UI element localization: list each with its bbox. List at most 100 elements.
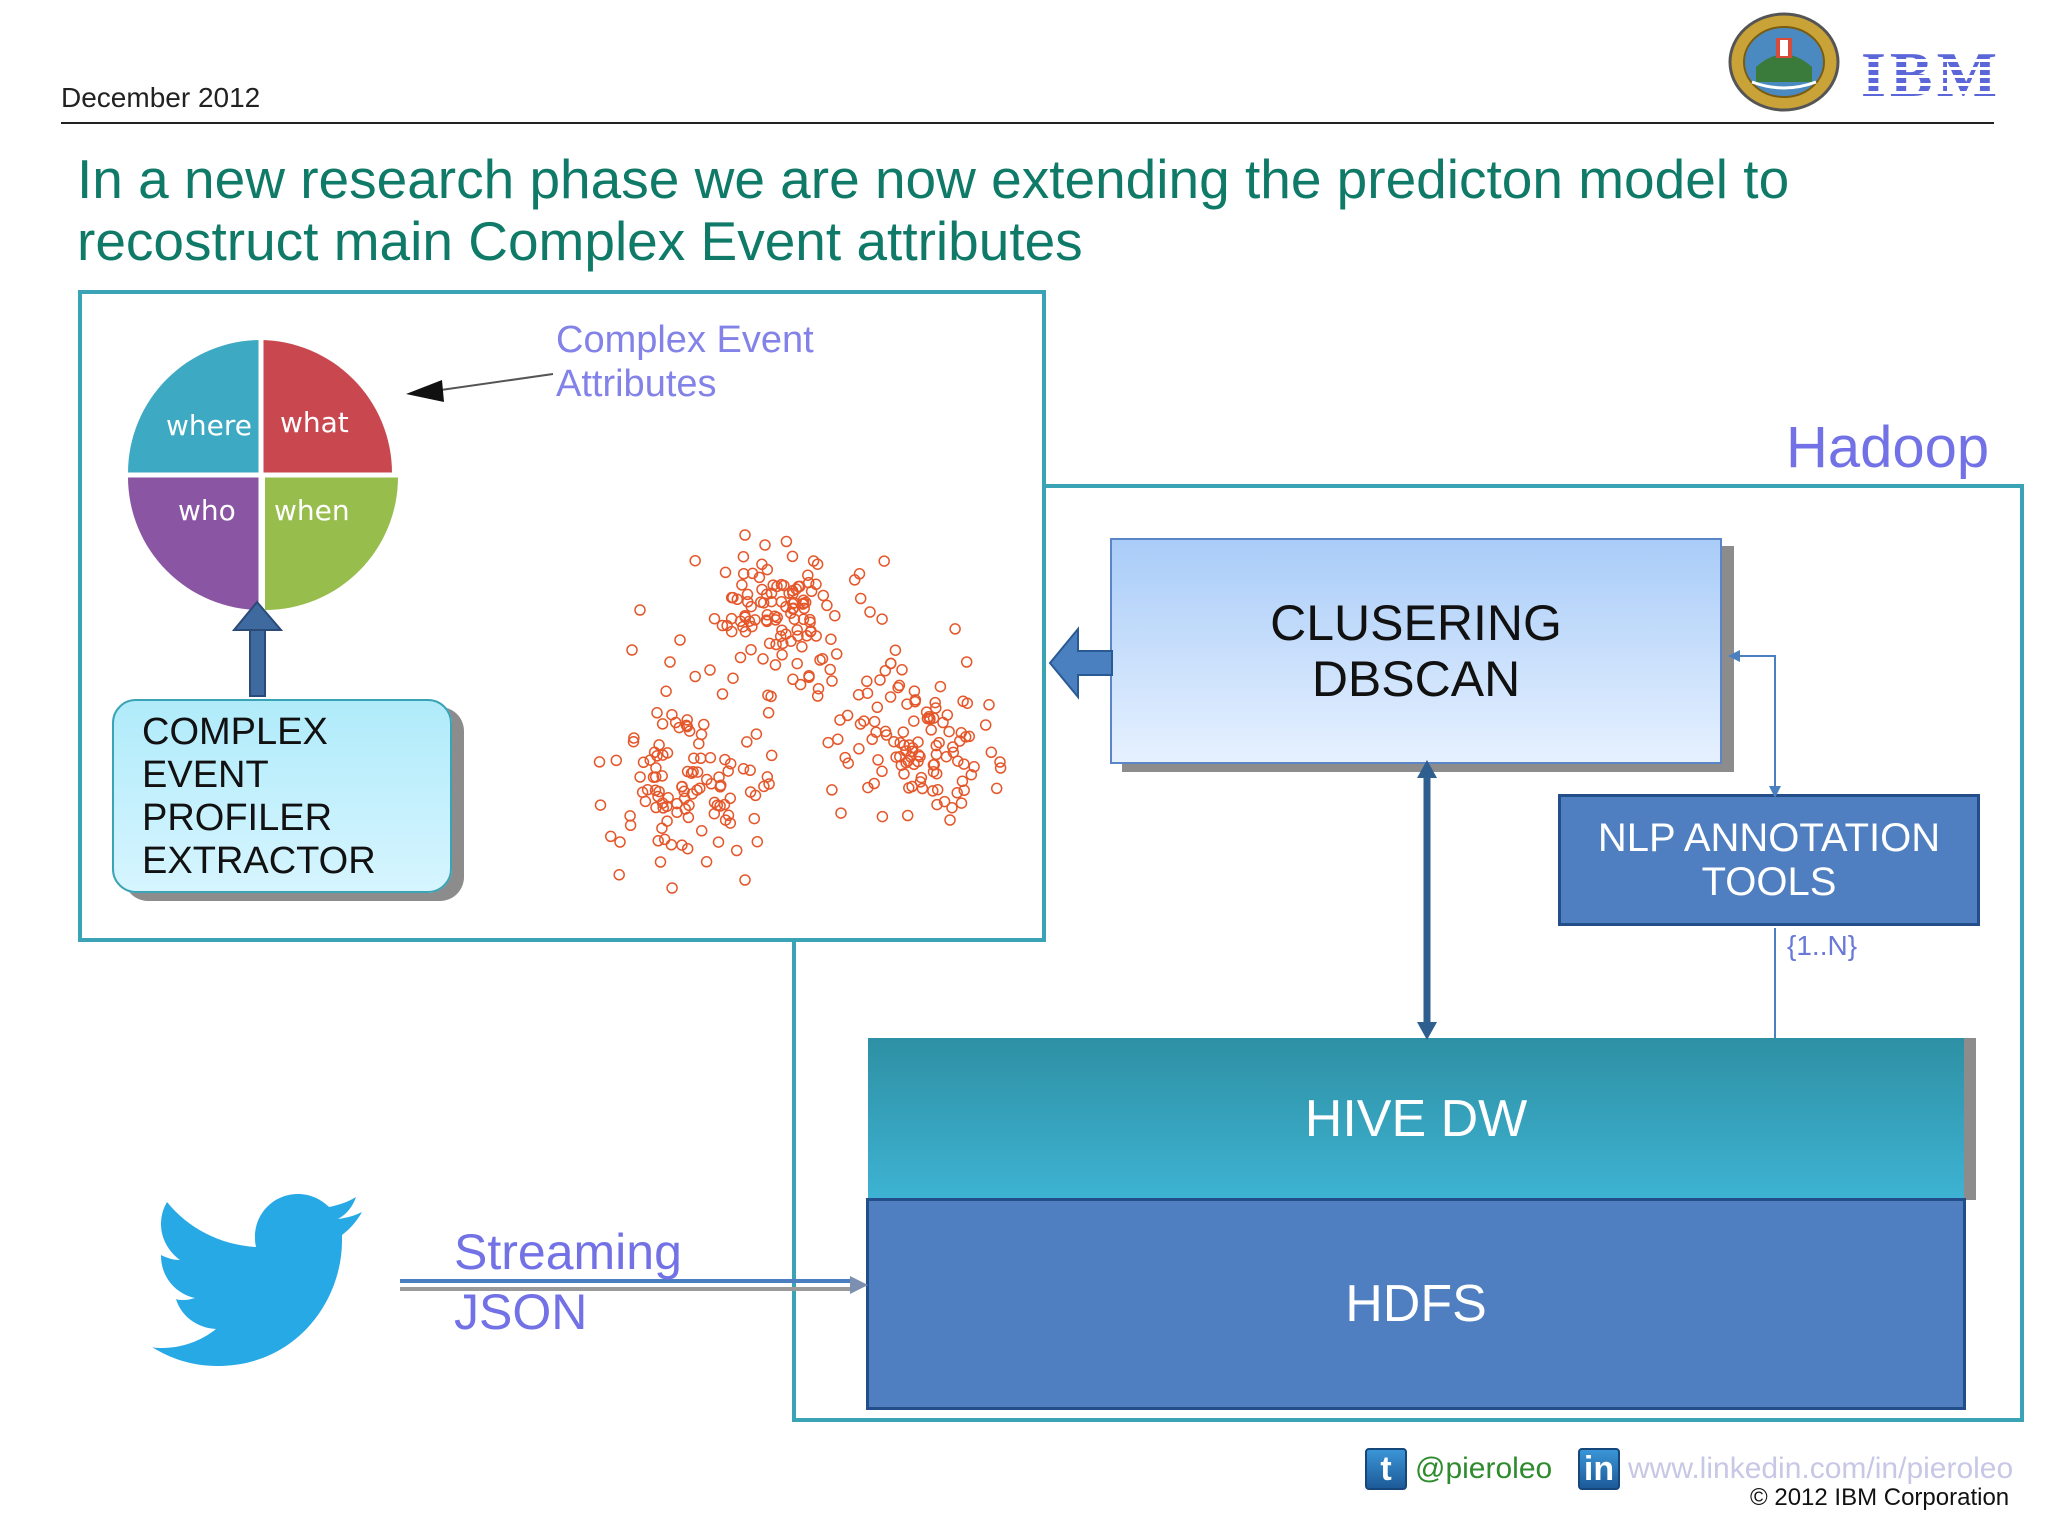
university-seal xyxy=(1728,12,1840,117)
nlp-annotation-tools-box: NLP ANNOTATION TOOLS xyxy=(1558,794,1980,926)
scatter-point xyxy=(744,786,757,798)
scatter-point xyxy=(920,706,933,718)
scatter-point xyxy=(897,726,910,738)
scatter-point xyxy=(879,664,892,677)
scatter-point xyxy=(908,715,920,727)
scatter-point xyxy=(737,550,750,563)
scatter-point xyxy=(947,746,960,759)
scatter-point xyxy=(727,672,739,684)
scatter-point xyxy=(930,739,943,752)
scatter-point xyxy=(756,558,768,571)
attributes-pie: where what who when xyxy=(128,330,398,615)
scatter-point xyxy=(624,810,636,822)
scatter-point xyxy=(751,835,764,848)
scatter-point xyxy=(797,613,810,626)
clustering-line-1: CLUSERING xyxy=(1270,595,1562,651)
scatter-outlier xyxy=(944,814,956,826)
scatter-point xyxy=(660,685,672,698)
scatter-point xyxy=(757,653,769,665)
scatter-point xyxy=(771,611,783,624)
scatter-point xyxy=(653,785,665,798)
scatter-point xyxy=(687,766,699,778)
scatter-point xyxy=(628,732,640,744)
scatter-point xyxy=(868,777,880,790)
scatter-point xyxy=(712,836,725,848)
pie-label-who: who xyxy=(178,494,236,527)
scatter-point xyxy=(954,735,966,747)
scatter-point xyxy=(912,749,925,761)
scatter-point xyxy=(683,725,696,737)
scatter-point xyxy=(689,670,701,683)
scatter-point xyxy=(900,756,912,769)
scatter-point xyxy=(826,675,838,687)
scatter-point xyxy=(652,835,664,847)
scatter-point xyxy=(610,754,623,767)
scatter-point xyxy=(708,612,721,625)
scatter-point xyxy=(765,690,777,703)
scatter-point xyxy=(959,731,972,743)
scatter-point xyxy=(763,637,776,650)
header-divider xyxy=(61,122,1994,124)
scatter-point xyxy=(688,752,700,764)
streaming-line-1: Streaming xyxy=(454,1224,682,1280)
scatter-point xyxy=(896,664,908,676)
scatter-point xyxy=(734,651,747,664)
scatter-point xyxy=(955,797,968,809)
scatter-point xyxy=(634,771,646,783)
twitter-icon: t xyxy=(1365,1448,1407,1490)
scatter-point xyxy=(776,649,788,661)
twitter-handle[interactable]: t @pieroleo xyxy=(1365,1446,1552,1492)
scatter-point xyxy=(994,762,1007,774)
scatter-point xyxy=(741,588,754,601)
scatter-point xyxy=(744,764,756,777)
scatter-point xyxy=(830,648,843,660)
scatter-point xyxy=(861,675,873,688)
scatter-point xyxy=(737,763,750,775)
scatter-point xyxy=(925,724,937,736)
ibm-logo: IBM xyxy=(1861,39,2001,110)
scatter-point xyxy=(769,659,782,671)
slide-title: In a new research phase we are now exten… xyxy=(77,148,1977,272)
scatter-point xyxy=(796,641,808,653)
scatter-point xyxy=(909,695,921,708)
scatter-point xyxy=(741,596,754,608)
scatter-point xyxy=(770,638,782,651)
scatter-point xyxy=(745,643,757,656)
scatter-point xyxy=(713,771,725,783)
scatter-point xyxy=(983,699,995,711)
scatter-point xyxy=(719,566,732,579)
scatter-outlier xyxy=(614,836,626,848)
scatter-point xyxy=(737,568,750,580)
scatter-outlier xyxy=(834,714,846,726)
scatter-point xyxy=(861,687,874,699)
scatter-point xyxy=(812,682,825,695)
scatter-point xyxy=(927,765,940,778)
scatter-point xyxy=(968,761,980,773)
scatter-point xyxy=(627,735,640,748)
scatter-point xyxy=(852,689,865,701)
scatter-point xyxy=(890,751,902,763)
scatter-point xyxy=(671,797,683,810)
scatter-point xyxy=(792,630,804,642)
linkedin-link[interactable]: in www.linkedin.com/in/pieroleo xyxy=(1578,1446,2013,1492)
scatter-outlier xyxy=(814,654,826,666)
scatter-point xyxy=(824,663,836,676)
scatter-point xyxy=(780,535,793,548)
scatter-point xyxy=(695,825,708,837)
scatter-point xyxy=(730,844,743,857)
scatter-point xyxy=(637,756,650,769)
scatter-point xyxy=(791,657,803,670)
scatter-point xyxy=(765,595,778,608)
scatter-point xyxy=(933,736,945,749)
scatter-point xyxy=(791,624,803,636)
pie-segment-what xyxy=(259,340,392,473)
title-line-2: recostruct main Complex Event attributes xyxy=(77,210,1083,272)
scatter-outlier xyxy=(864,606,876,618)
scatter-point xyxy=(722,765,734,777)
scatter-point xyxy=(734,615,747,628)
scatter-point xyxy=(671,806,683,819)
streaming-line-2: JSON xyxy=(454,1284,588,1340)
scatter-point xyxy=(593,756,606,768)
profiler-line-3: PROFILER xyxy=(142,797,333,839)
